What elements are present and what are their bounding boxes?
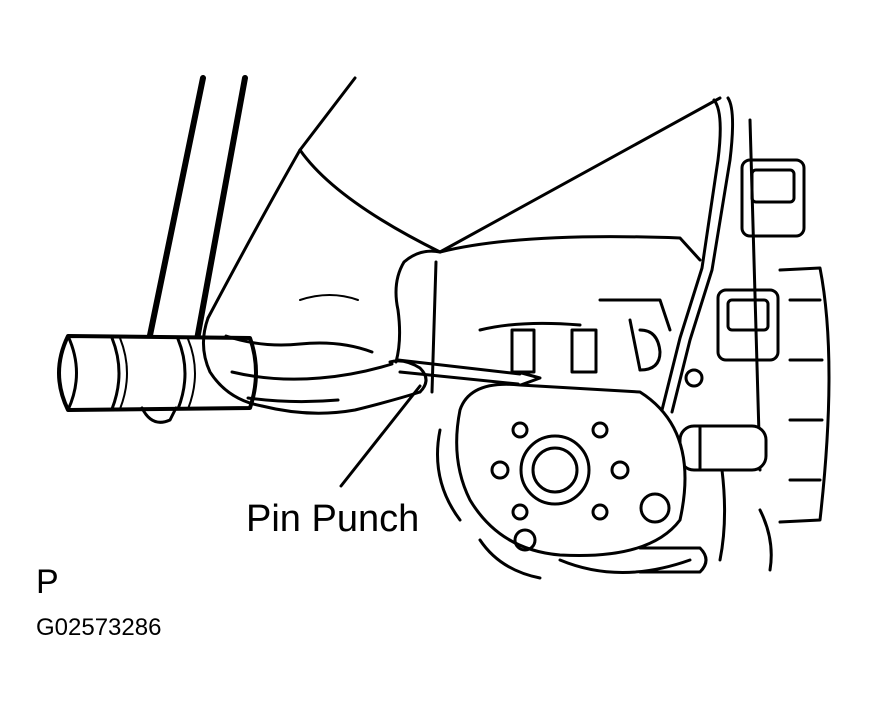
lower-details — [436, 428, 773, 580]
pin-punch-leader-line — [339, 384, 422, 488]
linkage-arm — [660, 96, 735, 414]
hammer-head — [57, 334, 258, 424]
pin-punch-label: Pin Punch — [246, 498, 420, 540]
connector-block — [716, 118, 831, 524]
hand — [202, 249, 442, 415]
pump-brackets — [510, 318, 662, 374]
arm-sleeve — [206, 76, 722, 320]
pin-punch-tool — [396, 358, 542, 388]
component-housing — [430, 235, 702, 394]
view-letter: P — [36, 563, 59, 601]
solenoid — [678, 424, 768, 562]
pump-body — [455, 382, 687, 558]
figure-code: G02573286 — [36, 614, 162, 641]
hammer-handle — [145, 75, 248, 348]
